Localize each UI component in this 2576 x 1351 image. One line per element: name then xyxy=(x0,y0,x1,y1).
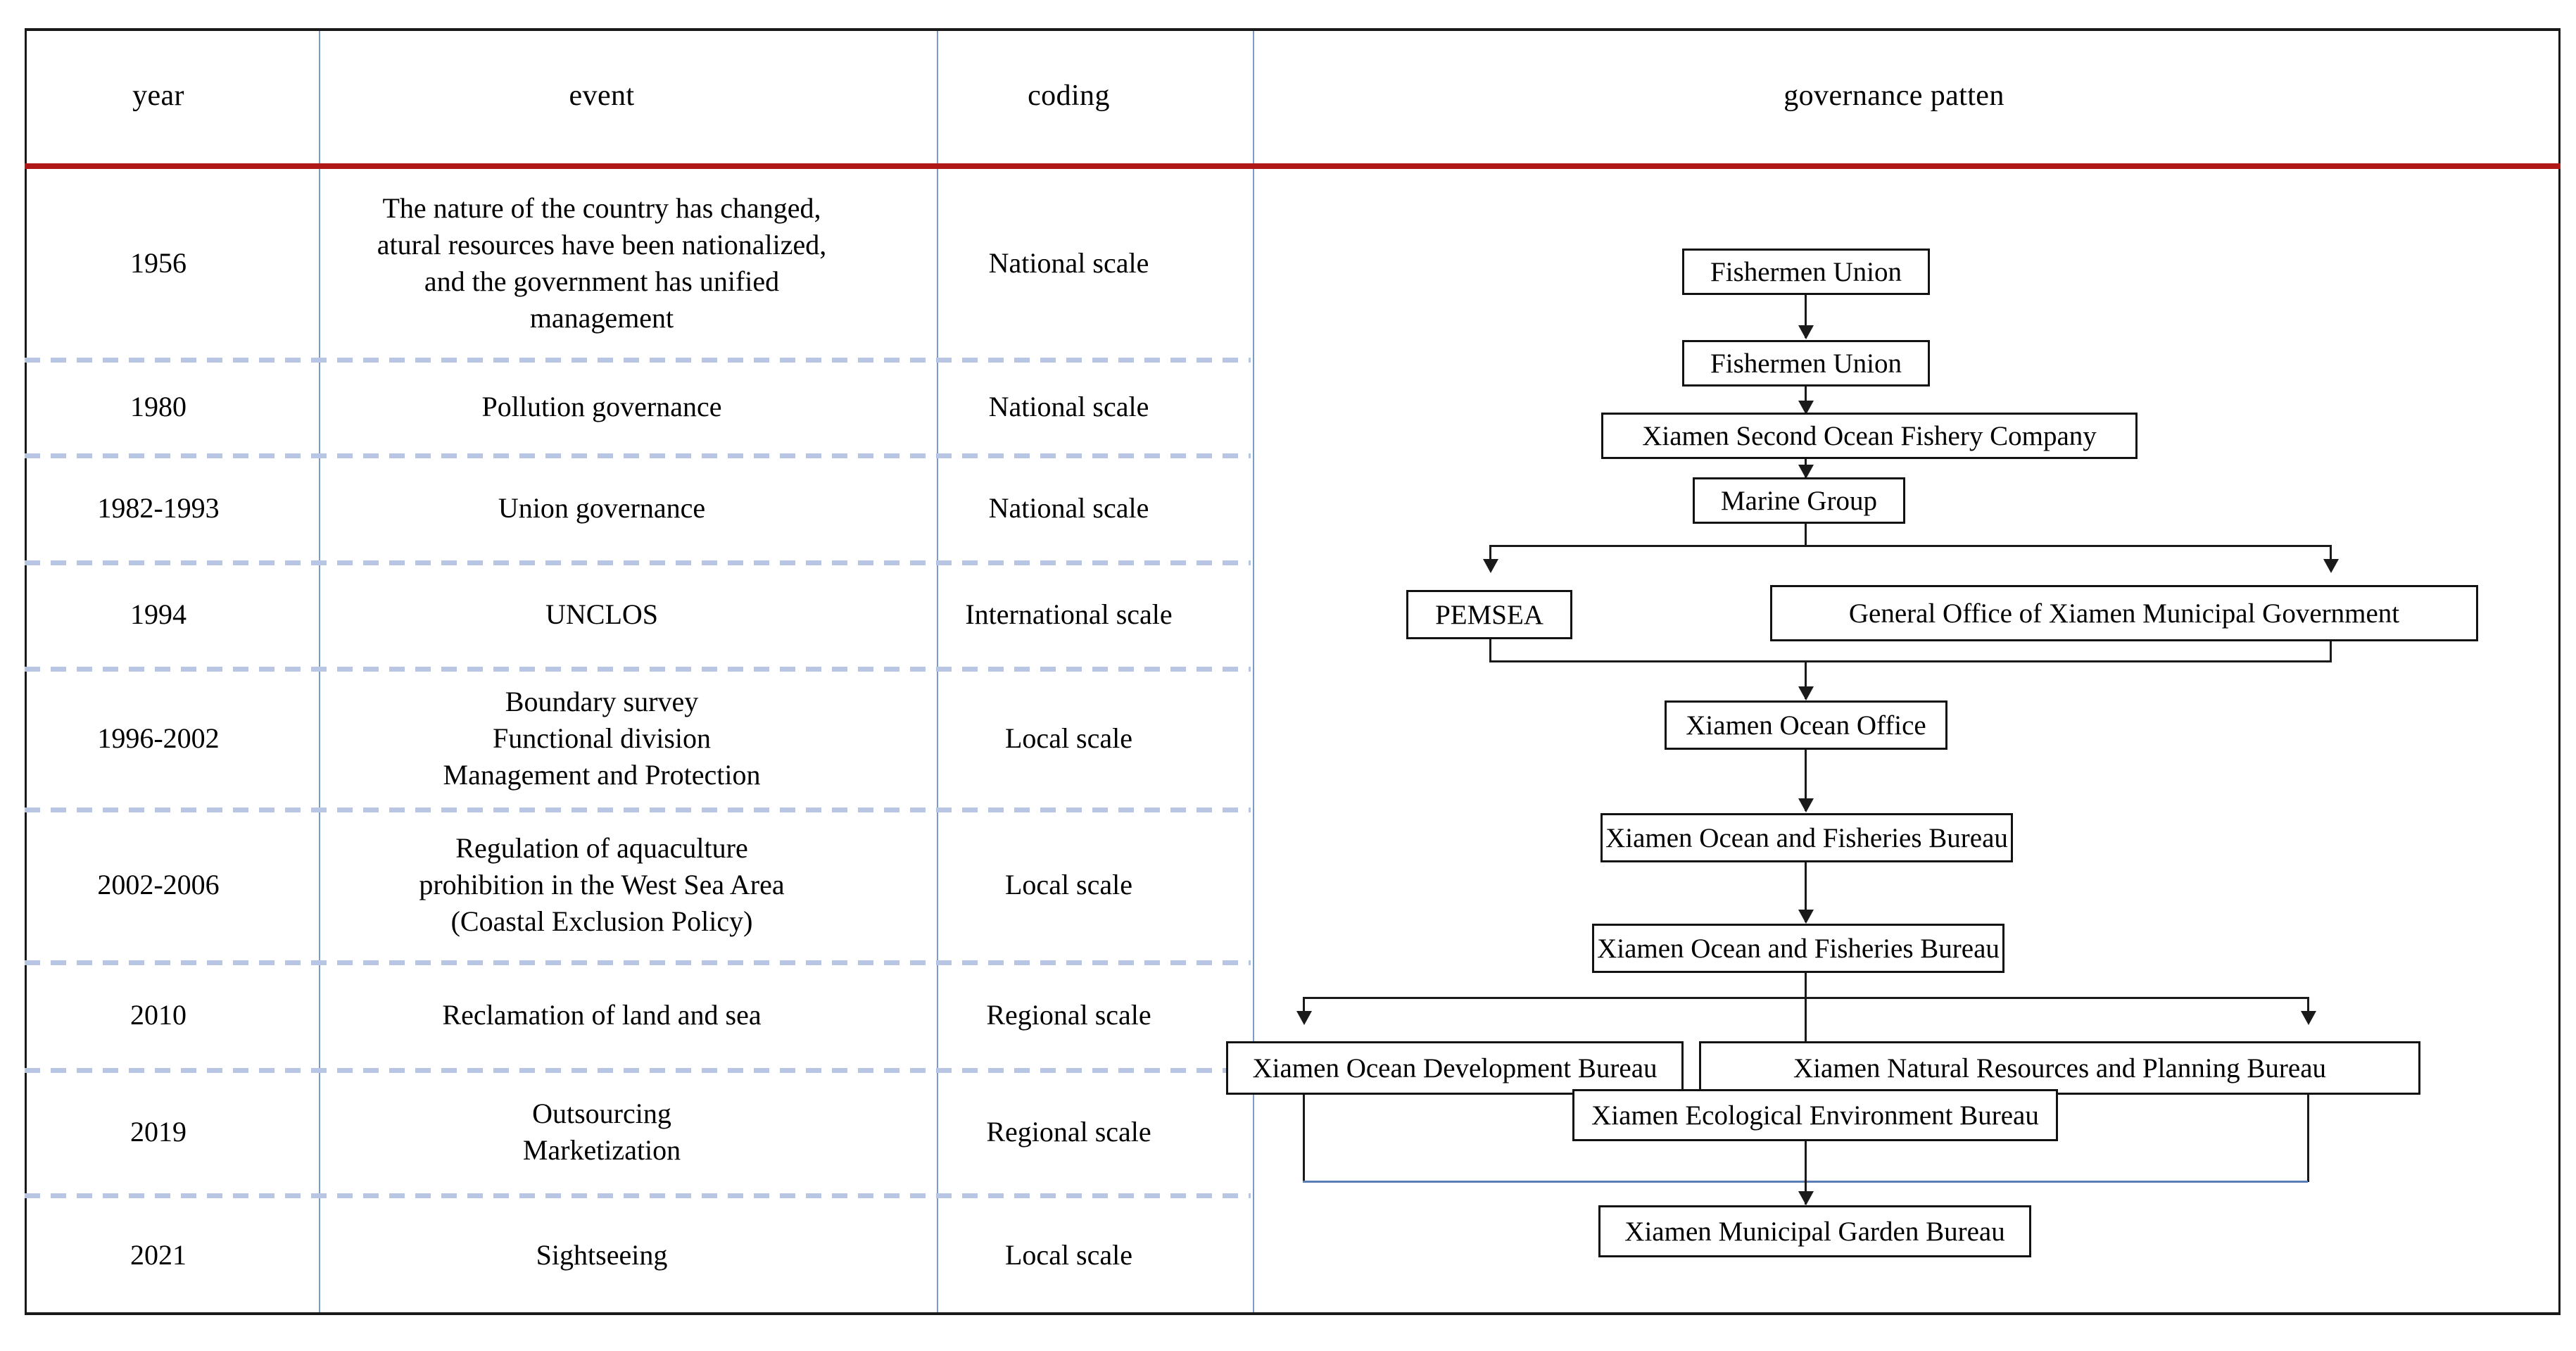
flow-node-pemsea[interactable]: PEMSEA xyxy=(1406,590,1572,639)
flow-node-xiamen-municipal-garden-bureau[interactable]: Xiamen Municipal Garden Bureau xyxy=(1598,1205,2031,1257)
flow-connector-n4-to-pemsea xyxy=(1489,545,1491,566)
cell-event: The nature of the country has changed,at… xyxy=(377,192,827,334)
row-divider xyxy=(25,1068,1251,1073)
flow-arrowhead xyxy=(1798,1191,1814,1205)
header-separator-rule xyxy=(25,163,2561,169)
cell-coding: National scale xyxy=(988,491,1149,524)
flow-arrowhead xyxy=(1798,798,1814,812)
cell-event: Pollution governance xyxy=(481,390,722,422)
table-row: 1982-1993 Union governance National scal… xyxy=(25,455,2561,560)
flow-connector-n11-down xyxy=(2307,1095,2309,1182)
cell-year: 2010 xyxy=(130,999,187,1031)
flow-arrowhead xyxy=(1798,465,1814,479)
flow-arrowhead xyxy=(1296,1011,1312,1025)
table-row: 2021 Sightseeing Local scale xyxy=(25,1195,2561,1315)
flow-node-xiamen-ocean-office[interactable]: Xiamen Ocean Office xyxy=(1665,700,1947,750)
cell-year: 1996-2002 xyxy=(97,722,220,754)
flow-connector-merge-bar xyxy=(1489,660,2332,662)
column-header-event: event xyxy=(569,80,635,112)
flow-connector-pemsea-down xyxy=(1489,639,1491,662)
flow-connector-n4-to-general-office xyxy=(2330,545,2332,566)
flow-connector-n7-n8 xyxy=(1805,750,1807,811)
governance-pattern-flowchart: Fishermen Union Fishermen Union Xiamen S… xyxy=(1226,169,2561,1315)
flow-node-xiamen-ocean-and-fisheries-bureau-1[interactable]: Xiamen Ocean and Fisheries Bureau xyxy=(1600,813,2013,862)
flow-connector-n2-n3 xyxy=(1805,387,1807,413)
flow-arrowhead xyxy=(2323,559,2339,573)
cell-year: 1994 xyxy=(130,598,187,630)
cell-coding: Local scale xyxy=(1005,869,1132,900)
flow-connector-n9-fanout-bar xyxy=(1303,997,2307,999)
row-divider xyxy=(25,560,1251,565)
column-header-coding: coding xyxy=(1028,80,1110,112)
flow-node-xiamen-ocean-development-bureau[interactable]: Xiamen Ocean Development Bureau xyxy=(1226,1041,1684,1095)
row-divider xyxy=(25,808,1251,812)
flow-connector-merge-to-n7 xyxy=(1805,660,1807,699)
cell-year: 2019 xyxy=(130,1115,187,1148)
row-divider xyxy=(25,960,1251,965)
flow-arrowhead xyxy=(1798,910,1814,924)
cell-event: Reclamation of land and sea xyxy=(442,999,762,1031)
cell-year: 1982-1993 xyxy=(97,491,220,524)
flow-node-fishermen-union-1[interactable]: Fishermen Union xyxy=(1682,249,1930,295)
flow-connector-n8-n9 xyxy=(1805,862,1807,922)
cell-coding: Local scale xyxy=(1005,1239,1132,1271)
column-header-year: year xyxy=(132,80,184,112)
flow-arrowhead xyxy=(1483,559,1498,573)
cell-year: 2021 xyxy=(130,1239,187,1271)
flow-connector-general-office-down xyxy=(2330,641,2332,662)
flow-node-general-office-xiamen-municipal-government[interactable]: General Office of Xiamen Municipal Gover… xyxy=(1770,585,2478,641)
column-divider-coding-governance xyxy=(1253,31,1254,1312)
table-row: 1956 The nature of the country has chang… xyxy=(25,169,2561,358)
flow-connector-n9-stem xyxy=(1805,973,1807,1089)
column-divider-year-event xyxy=(319,31,320,1312)
flow-arrowhead xyxy=(2301,1011,2316,1025)
flow-connector-n4-split-bar xyxy=(1489,545,2331,547)
flow-node-xiamen-ecological-environment-bureau[interactable]: Xiamen Ecological Environment Bureau xyxy=(1572,1089,2058,1141)
cell-year: 1956 xyxy=(130,247,187,279)
table-row: 1994 UNCLOS International scale xyxy=(25,563,2561,667)
cell-event: Union governance xyxy=(498,491,706,524)
table-row: 1980 Pollution governance National scale xyxy=(25,360,2561,453)
cell-coding: International scale xyxy=(965,598,1173,630)
flow-node-fishermen-union-2[interactable]: Fishermen Union xyxy=(1682,340,1930,387)
flow-connector-n4-split-stem xyxy=(1805,524,1807,547)
cell-coding: National scale xyxy=(988,247,1149,279)
table-frame xyxy=(25,28,2561,1315)
flow-connector-n9-to-n10 xyxy=(1303,997,1305,1018)
cell-event: UNCLOS xyxy=(545,598,659,630)
flow-connector-n10-down xyxy=(1303,1095,1305,1182)
flow-node-xiamen-natural-resources-and-planning-bureau[interactable]: Xiamen Natural Resources and Planning Bu… xyxy=(1699,1041,2420,1095)
table-row: 2010 Reclamation of land and sea Regiona… xyxy=(25,962,2561,1068)
flow-connector-n9-to-n11 xyxy=(2307,997,2309,1018)
row-divider xyxy=(25,667,1251,672)
cell-year: 2002-2006 xyxy=(97,869,220,900)
row-divider xyxy=(25,453,1251,458)
cell-coding: Regional scale xyxy=(986,999,1151,1031)
flow-node-marine-group[interactable]: Marine Group xyxy=(1693,477,1905,524)
cell-coding: Local scale xyxy=(1005,722,1132,754)
column-header-governance: governance patten xyxy=(1783,80,2004,112)
column-divider-event-coding xyxy=(937,31,938,1312)
cell-coding: Regional scale xyxy=(986,1115,1151,1148)
cell-year: 1980 xyxy=(130,390,187,422)
cell-coding: National scale xyxy=(988,390,1149,422)
flow-arrowhead xyxy=(1798,686,1814,700)
flow-connector-n12-down xyxy=(1805,1141,1807,1205)
flow-arrowhead xyxy=(1798,325,1814,339)
cell-event: Sightseeing xyxy=(536,1239,668,1271)
flow-node-xiamen-ocean-and-fisheries-bureau-2[interactable]: Xiamen Ocean and Fisheries Bureau xyxy=(1592,924,2004,973)
row-divider xyxy=(25,358,1251,363)
flow-connector-n1-n2 xyxy=(1805,295,1807,338)
flow-arrowhead xyxy=(1798,401,1814,415)
flow-node-xiamen-second-ocean-fishery-company[interactable]: Xiamen Second Ocean Fishery Company xyxy=(1601,413,2138,459)
row-divider xyxy=(25,1193,1251,1198)
